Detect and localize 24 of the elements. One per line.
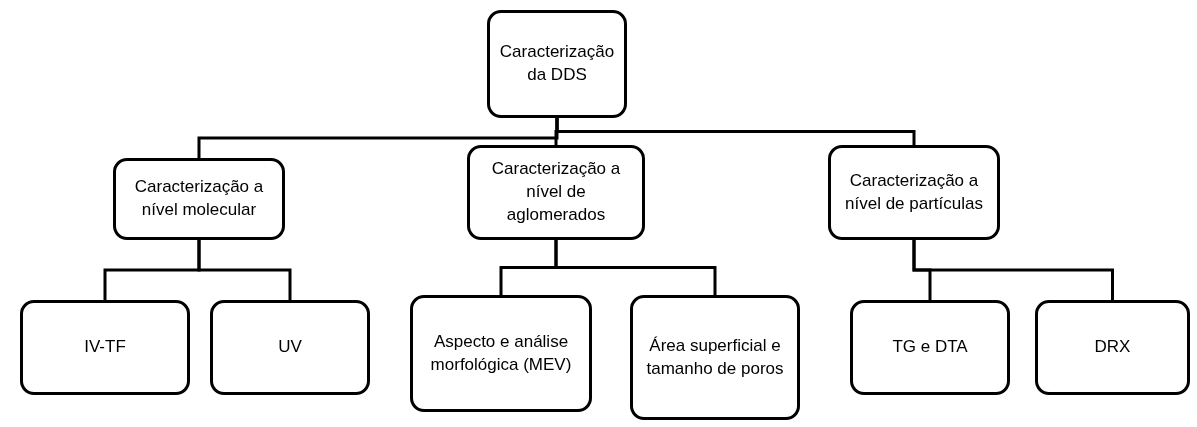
connector-line [197, 240, 292, 300]
process-box [828, 145, 1000, 240]
process-box [850, 300, 1010, 395]
process-box [210, 300, 370, 395]
box-label: Aspecto e análise morfológica (MEV) [429, 330, 573, 376]
box-label: Caracterização da DDS [498, 41, 616, 86]
process-box [487, 10, 627, 118]
process-box [1035, 300, 1190, 395]
process-box [113, 158, 285, 240]
process-box [410, 295, 592, 412]
box-label: DRX [1094, 336, 1131, 359]
box-label: IV-TF [84, 336, 126, 359]
process-box [20, 300, 190, 395]
box-label: Caracterização a nível de aglomerados [490, 158, 622, 226]
connector-line [555, 118, 916, 145]
box-label: Caracterização a nível molecular [133, 176, 265, 221]
connector-line [912, 240, 1114, 300]
box-label: Caracterização a nível de partículas [844, 169, 984, 215]
process-box [467, 145, 645, 240]
box-label: Área superficial e tamanho de poros [645, 334, 785, 380]
box-label: UV [278, 336, 302, 359]
box-label: TG e DTA [892, 336, 968, 359]
connector-line [554, 240, 717, 295]
process-box [630, 295, 800, 420]
